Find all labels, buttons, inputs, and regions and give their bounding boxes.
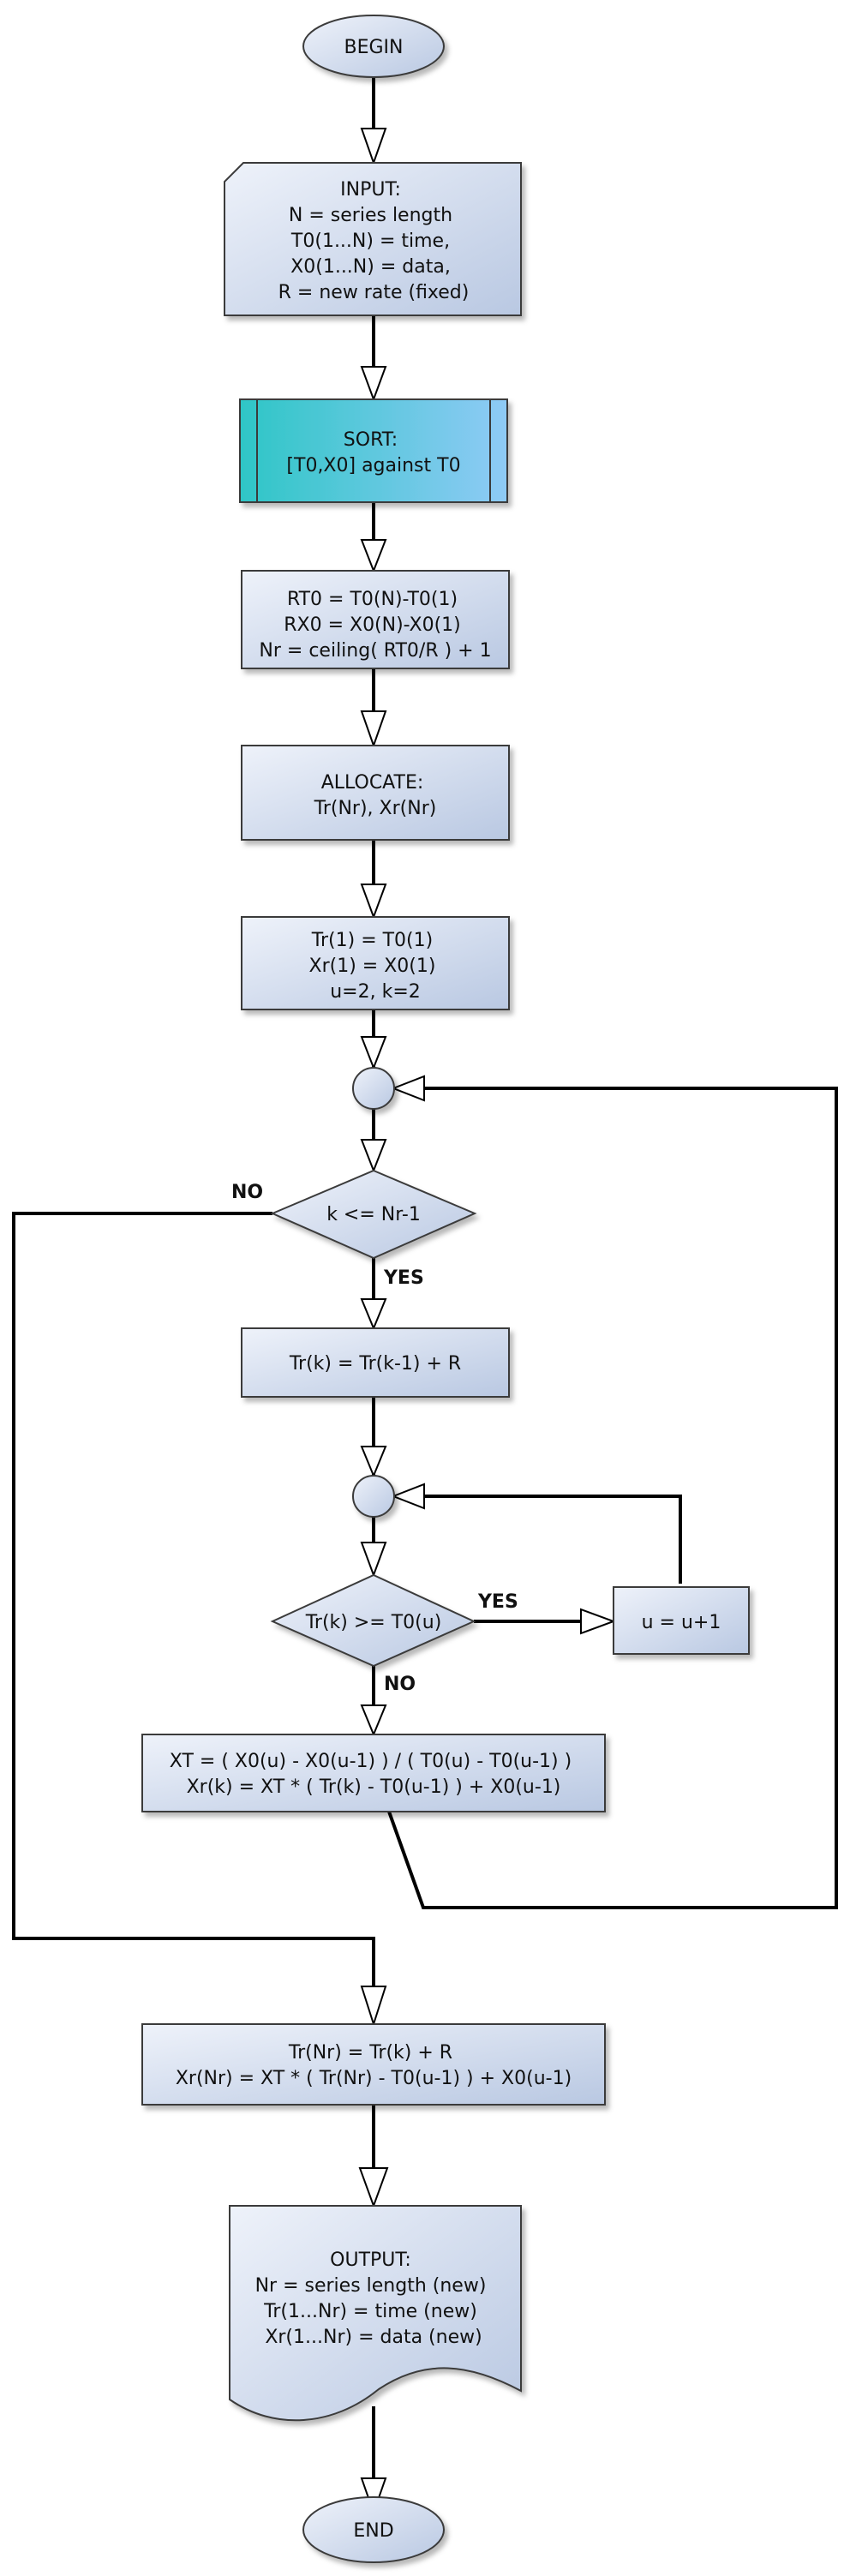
init-line-3: u=2, k=2 — [330, 981, 421, 1003]
input-line-5: R = new rate (fixed) — [278, 282, 470, 303]
arrowhead-allocate — [360, 710, 387, 749]
arrowhead-init — [360, 884, 387, 920]
input-text: INPUT: N = series length T0(1...N) = tim… — [278, 179, 470, 303]
label-no-inner: NO — [384, 1674, 416, 1695]
arrowhead-condt — [360, 1542, 387, 1578]
begin-label: BEGIN — [344, 37, 404, 58]
junction-inner-loop — [352, 1475, 395, 1518]
step-tr-label: Tr(k) = Tr(k-1) + R — [289, 1353, 461, 1375]
edge-interp-junction1 — [387, 1087, 838, 1909]
allocate-line-2: Tr(Nr), Xr(Nr) — [314, 798, 437, 819]
ranges-line-1: RT0 = T0(N)-T0(1) — [287, 589, 458, 610]
node-sort: SORT: [T0,X0] against T0 — [239, 398, 508, 503]
edge-incu-junction2 — [424, 1495, 682, 1584]
allocate-text: ALLOCATE: Tr(Nr), Xr(Nr) — [314, 772, 437, 819]
allocate-line-1: ALLOCATE: — [321, 772, 424, 794]
arrowhead-ranges — [360, 539, 387, 573]
arrowheads — [358, 128, 616, 2516]
input-line-4: X0(1...N) = data, — [290, 256, 451, 278]
node-allocate: ALLOCATE: Tr(Nr), Xr(Nr) — [241, 745, 510, 841]
arrowhead-output — [358, 2167, 389, 2208]
final-line-2: Xr(Nr) = XT * ( Tr(Nr) - T0(u-1) ) + X0(… — [176, 2068, 572, 2089]
output-line-2: Nr = series length (new) — [255, 2275, 487, 2297]
interp-line-1: XT = ( X0(u) - X0(u-1) ) / ( T0(u) - T0(… — [170, 1751, 572, 1772]
final-line-1: Tr(Nr) = Tr(k) + R — [288, 2042, 452, 2064]
sort-text: SORT: [T0,X0] against T0 — [286, 429, 460, 476]
init-text: Tr(1) = T0(1) Xr(1) = X0(1) u=2, k=2 — [309, 930, 442, 1003]
node-input: INPUT: N = series length T0(1...N) = tim… — [224, 162, 522, 316]
final-text: Tr(Nr) = Tr(k) + R Xr(Nr) = XT * ( Tr(Nr… — [176, 2042, 572, 2089]
inc-u-label: u = u+1 — [642, 1612, 721, 1633]
arrowhead-sort — [360, 366, 387, 402]
arrowhead-input — [360, 128, 387, 166]
label-yes-outer: YES — [383, 1267, 424, 1289]
node-final: Tr(Nr) = Tr(k) + R Xr(Nr) = XT * ( Tr(Nr… — [141, 2023, 606, 2106]
ranges-text: RT0 = T0(N)-T0(1) RX0 = X0(N)-X0(1) Nr =… — [259, 589, 491, 662]
sort-line-1: SORT: — [344, 429, 398, 451]
arrowhead-end — [360, 2477, 387, 2516]
node-step-tr: Tr(k) = Tr(k-1) + R — [241, 1327, 510, 1398]
output-line-1: OUTPUT: — [330, 2250, 411, 2271]
interp-text: XT = ( X0(u) - X0(u-1) ) / ( T0(u) - T0(… — [170, 1751, 578, 1798]
decision-t-label: Tr(k) >= T0(u) — [305, 1612, 442, 1633]
arrowhead-steptr — [360, 1298, 387, 1331]
init-line-1: Tr(1) = T0(1) — [311, 930, 433, 951]
ranges-line-2: RX0 = X0(N)-X0(1) — [284, 614, 461, 636]
arrowhead-junction1-loop — [391, 1075, 425, 1102]
arrowhead-final — [360, 1986, 387, 2028]
init-line-2: Xr(1) = X0(1) — [309, 956, 436, 977]
arrowhead-incu — [580, 1608, 616, 1635]
ranges-line-3: Nr = ceiling( RT0/R ) + 1 — [259, 640, 491, 662]
arrowhead-junction2 — [360, 1446, 387, 1478]
node-output: OUTPUT: Nr = series length (new) Tr(1...… — [229, 2205, 522, 2422]
output-text: OUTPUT: Nr = series length (new) Tr(1...… — [255, 2250, 493, 2348]
node-interp: XT = ( X0(u) - X0(u-1) ) / ( T0(u) - T0(… — [141, 1734, 606, 1812]
interp-line-2: Xr(k) = XT * ( Tr(k) - T0(u-1) ) + X0(u-… — [187, 1776, 561, 1798]
sort-line-2: [T0,X0] against T0 — [286, 455, 460, 476]
decision-k-label: k <= Nr-1 — [326, 1204, 421, 1225]
label-no-outer: NO — [231, 1182, 263, 1203]
edges — [12, 75, 838, 2478]
edge-condk-final — [12, 1212, 375, 1986]
node-init: Tr(1) = T0(1) Xr(1) = X0(1) u=2, k=2 — [241, 916, 510, 1010]
input-line-3: T0(1...N) = time, — [290, 231, 450, 252]
arrowhead-junction1 — [360, 1036, 387, 1070]
output-line-3: Tr(1...Nr) = time (new) — [263, 2301, 477, 2322]
junction-outer-loop — [352, 1067, 395, 1110]
decision-k: k <= Nr-1 — [270, 1169, 477, 1260]
end-label: END — [353, 2520, 393, 2542]
node-begin: BEGIN — [302, 15, 445, 78]
arrowhead-junction2-loop — [391, 1483, 425, 1510]
input-line-1: INPUT: — [340, 179, 401, 201]
arrowhead-condk — [360, 1139, 387, 1173]
output-line-4: Xr(1...Nr) = data (new) — [265, 2327, 482, 2348]
input-line-2: N = series length — [289, 205, 452, 226]
node-ranges: RT0 = T0(N)-T0(1) RX0 = X0(N)-X0(1) Nr =… — [241, 570, 510, 669]
node-end: END — [302, 2496, 445, 2563]
arrowhead-interp — [360, 1704, 387, 1737]
label-yes-inner: YES — [477, 1591, 518, 1613]
decision-t: Tr(k) >= T0(u) — [270, 1573, 476, 1668]
node-inc-u: u = u+1 — [613, 1586, 750, 1655]
